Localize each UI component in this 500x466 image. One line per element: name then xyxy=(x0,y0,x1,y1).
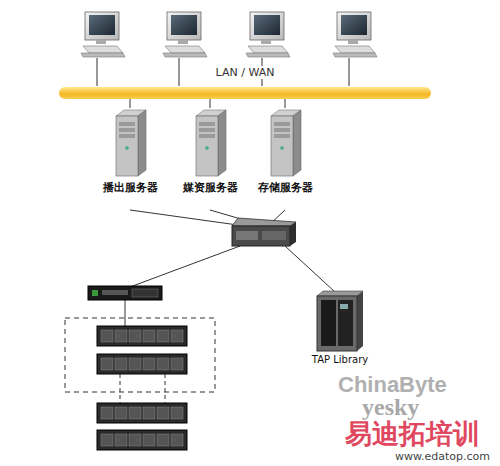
dashed-group xyxy=(65,318,215,392)
network-link xyxy=(285,99,286,108)
device-label: 播出服务器 xyxy=(99,180,162,195)
device-label: 存储服务器 xyxy=(254,180,317,195)
network-band: LAN / WAN xyxy=(59,66,431,99)
network-link xyxy=(130,99,131,108)
server-icon xyxy=(108,108,152,178)
network-label: LAN / WAN xyxy=(213,66,278,79)
array-links xyxy=(120,374,165,403)
server-icon xyxy=(188,108,232,178)
server-node: 媒资服务器 xyxy=(179,108,242,195)
device-label: TAP Library xyxy=(308,354,372,365)
raid-controller xyxy=(88,286,162,300)
client-computers xyxy=(81,12,377,86)
disk-arrays xyxy=(97,326,187,450)
client-computer xyxy=(163,12,207,86)
network-link xyxy=(210,99,211,108)
device-label: 媒资服务器 xyxy=(179,180,242,195)
watermark: yesky xyxy=(362,394,419,421)
watermark: 易迪拓培训 xyxy=(345,416,480,452)
server-icon xyxy=(263,108,307,178)
network-bar xyxy=(59,87,431,99)
switch-wires xyxy=(125,210,335,326)
tape-library-icon xyxy=(313,290,367,352)
client-computer xyxy=(333,12,377,86)
server-node: 存储服务器 xyxy=(254,108,317,195)
network-switch xyxy=(232,218,296,246)
client-computer xyxy=(81,12,125,86)
server-node: 播出服务器 xyxy=(99,108,162,195)
tape-library: TAP Library xyxy=(308,290,372,365)
watermark-url: www.edatop.com xyxy=(395,450,490,463)
